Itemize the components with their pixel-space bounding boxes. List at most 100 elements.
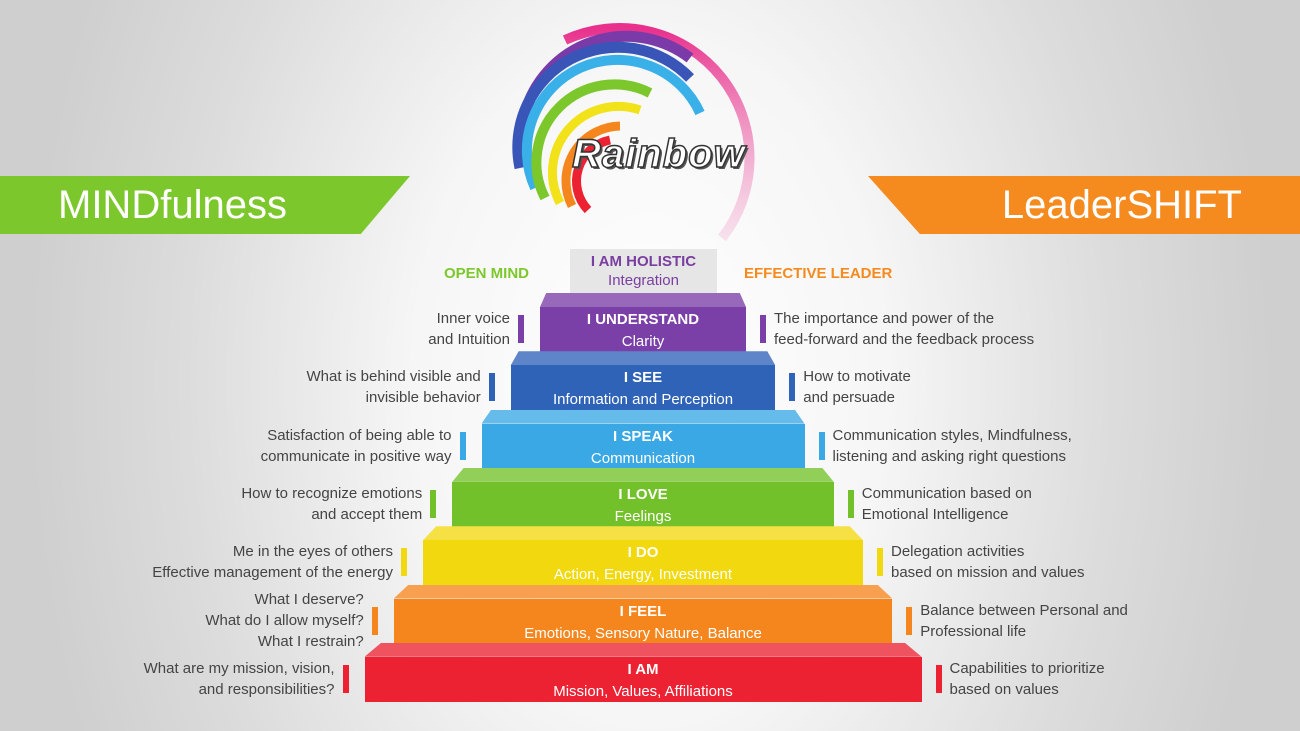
step-6-face (393, 598, 893, 644)
step-5-face (423, 540, 863, 586)
step-4-right-line: Communication based on (861, 484, 1032, 502)
step-5-right-marker (877, 548, 883, 577)
step-2-right-line: How to motivate (803, 368, 911, 386)
step-4-face (452, 481, 834, 528)
step-4-title: I LOVE (618, 485, 668, 503)
step-1-left-label: Inner voice and Intuition (170, 308, 510, 350)
step-2: I SEE Information and Perception (510, 351, 776, 411)
step-2-tread (510, 351, 776, 366)
step-1-left-line: Inner voice (436, 310, 510, 327)
step-2-left-line: invisible behavior (365, 389, 481, 407)
arc-lightblue (521, 54, 705, 191)
step-3-title: I SPEAK (612, 427, 673, 445)
step-3-face (481, 423, 805, 469)
step-5-right-label: Delegation activities based on mission an… (891, 541, 1290, 583)
step-5-left-line: Me in the eyes of others (232, 543, 393, 561)
arc-blue (512, 41, 694, 170)
step-7-left-line: What are my mission, vision, (143, 659, 335, 677)
logo-text: Rainbow (571, 131, 746, 177)
arc-pink (562, 23, 755, 242)
banner-mindfulness-text: MINDfulness (58, 183, 287, 227)
step-top: I AM HOLISTIC Integration (570, 249, 717, 293)
step-7-left-label: What are my mission, vision, and responsi… (0, 658, 335, 700)
step-6-right-line: Professional life (920, 622, 1027, 640)
step-3-tread (481, 409, 805, 424)
step-6-subtitle: Emotions, Sensory Nature, Balance (524, 624, 762, 642)
step-5-right-line: Delegation activities (891, 543, 1025, 561)
arc-yellow (547, 101, 642, 206)
step-1-right-label: The importance and power of the feed-forw… (774, 308, 1290, 350)
step-3-left-line: Satisfaction of being able to (267, 426, 452, 444)
step-6-left-line: What I deserve? (254, 591, 364, 608)
arc-red (572, 135, 612, 214)
step-4-tread (452, 467, 834, 482)
step-1-left-marker (518, 315, 524, 343)
step-1-left-line: and Intuition (428, 331, 510, 348)
step-3-left-marker (459, 431, 466, 460)
step-6-title: I FEEL (619, 602, 667, 620)
step-1-face (540, 307, 746, 353)
step-6-tread (393, 584, 893, 599)
step-7-tread (364, 642, 922, 657)
step-1-tread (540, 293, 746, 307)
step-4-right-line: Emotional Intelligence (861, 505, 1009, 523)
step-2-face (510, 365, 776, 411)
step-6-right-marker (906, 606, 913, 635)
effective-leader-heading: EFFECTIVE LEADER (744, 265, 893, 282)
step-2-left-line: What is behind visible and (306, 368, 481, 386)
step-4-left-label: How to recognize emotions and accept them (82, 483, 422, 525)
step-4-left-line: How to recognize emotions (241, 484, 423, 502)
arc-orange (561, 121, 621, 209)
step-3: I SPEAK Communication (481, 409, 805, 469)
step-top-title: I AM HOLISTIC (590, 253, 697, 270)
step-2-title: I SEE (623, 369, 663, 387)
step-2-subtitle: Information and Perception (552, 391, 734, 409)
step-7: I AM Mission, Values, Affiliations (364, 642, 922, 703)
step-5-left-marker (401, 548, 407, 577)
step-7-face (364, 656, 922, 703)
step-4: I LOVE Feelings (452, 467, 834, 528)
step-6-left-label: What I deserve? What do I allow myself? Wh… (24, 589, 364, 652)
step-7-left-marker (342, 664, 349, 693)
step-3-right-line: Communication styles, Mindfulness, (832, 426, 1072, 444)
banner-leadershift-text: LeaderSHIFT (1001, 183, 1242, 227)
step-1-right-line: feed-forward and the feedback process (774, 331, 1035, 348)
step-2-left-marker (488, 373, 495, 402)
step-4-right-marker (847, 489, 854, 518)
step-6-left-line: What I restrain? (257, 633, 364, 650)
step-5-left-line: Effective management of the energy (152, 564, 393, 582)
open-mind-heading: OPEN MIND (444, 265, 530, 282)
step-2-right-marker (789, 373, 796, 402)
step-1-right-line: The importance and power of the (774, 310, 995, 327)
step-2-left-label: What is behind visible and invisible beha… (141, 366, 481, 408)
step-6-left-marker (371, 606, 378, 635)
step-7-subtitle: Mission, Values, Affiliations (553, 682, 733, 700)
step-4-right-label: Communication based on Emotional Intellig… (862, 483, 1290, 525)
step-7-right-line: Capabilities to prioritize (949, 659, 1105, 677)
step-7-title: I AM (627, 660, 659, 678)
step-3-subtitle: Communication (590, 449, 696, 467)
step-1-right-marker (760, 315, 766, 343)
step-4-left-line: and accept them (311, 505, 423, 523)
rainbow-logo-arcs (512, 23, 755, 242)
banner-leadershift: LeaderSHIFT (868, 176, 1300, 234)
step-4-subtitle: Feelings (614, 507, 672, 525)
step-3-right-marker (818, 431, 825, 460)
step-6-left-line: What do I allow myself? (205, 612, 364, 629)
step-5-title: I DO (627, 544, 659, 562)
step-1-subtitle: Clarity (621, 333, 665, 350)
step-top-subtitle: Integration (608, 272, 679, 289)
step-5-right-line: based on mission and values (891, 564, 1085, 582)
arc-green (531, 79, 653, 201)
banner-mindfulness: MINDfulness (0, 176, 410, 234)
step-5-tread (423, 526, 863, 541)
step-3-right-label: Communication styles, Mindfulness,listen… (833, 425, 1291, 467)
step-7-left-line: and responsibilities? (198, 680, 335, 698)
step-4-left-marker (430, 489, 437, 518)
